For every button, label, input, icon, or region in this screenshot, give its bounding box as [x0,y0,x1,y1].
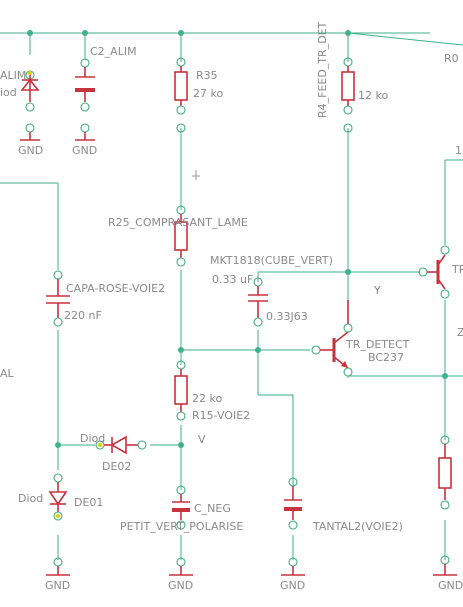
capa-rose-label: CAPA-ROSE-VOIE2 [66,282,165,295]
diod-mid-label: Diod [80,432,105,445]
capacitor-capa-rose[interactable] [46,270,70,327]
top-right-label: 1 [455,144,462,157]
capa-rose-value: 220 nF [64,309,102,322]
r25-label: R25_COMPRASANT_LAME [108,216,248,229]
cursor-crosshair [192,170,200,180]
resistor-r25[interactable] [174,205,188,267]
junctions [27,30,448,448]
mkt-label: MKT1818(CUBE_VERT) [210,254,333,267]
mkt-value-2: 0.33J63 [266,310,308,323]
gnd-label-2: GND [72,144,97,157]
bc237-label: BC237 [368,351,404,364]
mkt-value: 0.33 uF [212,273,253,286]
gnd-label-5: GND [280,579,305,592]
capacitor-mkt1818[interactable] [248,277,268,327]
diod-low-label: Diod [18,492,43,505]
gnd-label-4: GND [168,579,193,592]
tantal-label: TANTAL2(VOIE2) [312,520,403,533]
r15-value: 22 ko [192,392,222,405]
tr-right-label: TR [451,263,463,276]
resistor-r15[interactable] [174,360,188,421]
r35-value: 27 ko [193,87,223,100]
transistor-tr-detect[interactable] [311,300,353,377]
r4-label: R4_FEED_TR_DET [316,21,329,118]
alim-label: ALIM [0,69,26,82]
net-al-label: AL [0,367,15,380]
c2-alim-label: C2_ALIM [90,45,137,58]
c-neg-label: C_NEG [194,502,231,515]
transistor-tr-right[interactable] [418,245,450,299]
wires [0,32,463,560]
de02-label: DE02 [102,460,131,473]
gnd-symbols-bottom [46,557,457,576]
diode-de01[interactable] [48,473,68,521]
gnd-label-3: GND [45,579,70,592]
capacitor-tantal2[interactable] [284,477,302,530]
gnd-label-6: GND [438,579,463,592]
capacitor-c-neg[interactable] [172,485,190,530]
tr-detect-label: TR_DETECT [345,338,410,351]
gnd-label-1: GND [18,144,43,157]
resistor-r35[interactable] [174,57,188,133]
capacitor-c2-alim[interactable] [75,58,95,141]
resistor-r4[interactable] [341,57,355,133]
net-z-label: Z [457,326,463,339]
r4-value: 12 ko [358,89,388,102]
petit-vert-label: PETIT_VERT_POLARISE [120,520,243,533]
r35-label: R35 [196,69,218,82]
diode-de02[interactable] [95,435,147,455]
net-y-label: Y [373,284,381,297]
r15-label: R15-VOIE2 [192,409,250,422]
diod-top-label: iod [0,86,17,99]
net-v-label: V [198,433,206,446]
diode-alim[interactable] [20,70,40,141]
de01-label: DE01 [74,496,103,509]
r0-label: R0 [444,52,459,65]
